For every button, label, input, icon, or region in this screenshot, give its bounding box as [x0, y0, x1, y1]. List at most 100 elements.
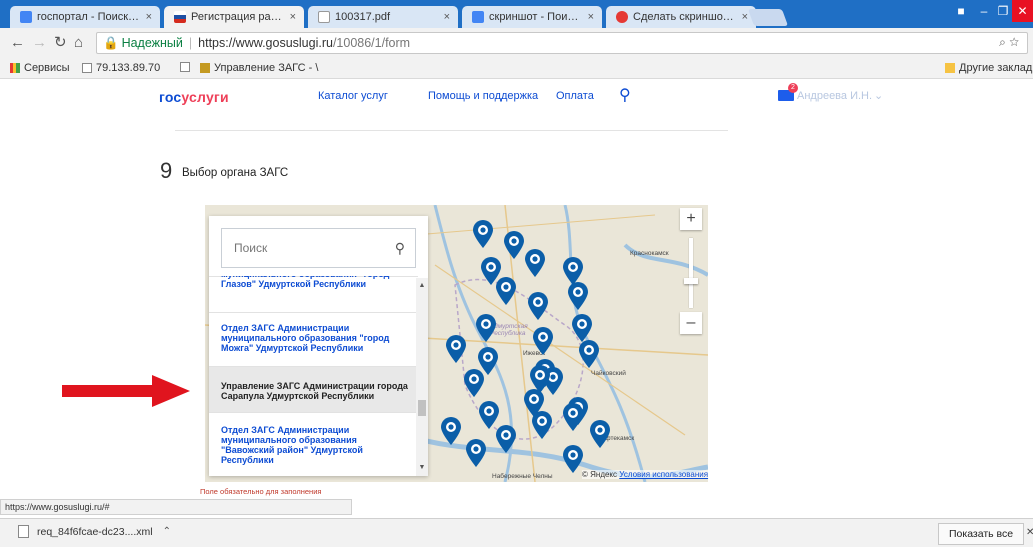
scroll-up-icon[interactable]: ▲ [418, 282, 426, 289]
logo-part-uslugi: услуги [181, 89, 229, 105]
map-pin-icon[interactable] [529, 364, 551, 394]
copyright-text: © Яндекс [582, 470, 618, 479]
nav-payment-link[interactable]: Оплата [556, 90, 594, 102]
chevron-down-icon: ⌄ [874, 90, 884, 102]
bookmark-other[interactable]: Другие закладки [945, 62, 1033, 74]
map-pin-icon[interactable] [445, 334, 467, 364]
zoom-slider-handle[interactable] [684, 278, 698, 284]
gosuslugi-logo[interactable]: госуслуги [159, 89, 229, 105]
tab-title: Сделать скриншот — О [633, 11, 737, 23]
list-scrollbar[interactable]: ▲ ▼ [416, 278, 428, 476]
browser-tab-google-gosportal[interactable]: госпортал - Поиск в Go × [10, 6, 160, 28]
map-pin-icon[interactable] [440, 416, 462, 446]
bookmark-apps[interactable]: Сервисы [10, 62, 70, 74]
profile-icon[interactable]: ■ [957, 4, 965, 18]
back-icon[interactable]: ← [10, 34, 25, 51]
zoom-out-button[interactable]: – [680, 312, 702, 334]
browser-tab-google-screenshot[interactable]: скриншот - Поиск в Go × [462, 6, 602, 28]
list-item[interactable]: муниципального образования "город Глазов… [209, 276, 418, 310]
search-field[interactable]: ⚲ [221, 228, 416, 268]
scroll-thumb[interactable] [418, 400, 426, 416]
map-pin-icon[interactable] [477, 346, 499, 376]
tab-close-icon[interactable]: × [289, 11, 296, 23]
terms-link[interactable]: Условия использования [619, 470, 709, 479]
map-pin-icon[interactable] [562, 444, 584, 474]
section-divider [175, 130, 728, 131]
bookmark-ip[interactable]: 79.133.89.70 [82, 62, 160, 74]
restore-icon[interactable]: ❐ [997, 4, 1009, 18]
browser-tab-registration[interactable]: Регистрация растор × [164, 6, 304, 28]
map-pin-icon[interactable] [495, 276, 517, 306]
home-icon[interactable]: ⌂ [74, 34, 84, 51]
map-pin-icon[interactable] [578, 339, 600, 369]
file-icon [18, 525, 29, 538]
map-copyright: © Яндекс Условия использования [582, 470, 709, 479]
map-pin-icon[interactable] [495, 424, 517, 454]
zoom-in-button[interactable]: + [680, 208, 702, 230]
new-tab-button[interactable] [747, 9, 789, 26]
show-all-downloads-button[interactable]: Показать все [938, 523, 1025, 545]
google-favicon-icon [472, 11, 484, 23]
tab-close-icon[interactable]: × [145, 11, 152, 23]
nav-catalog-link[interactable]: Каталог услуг [318, 90, 388, 102]
user-menu[interactable]: 2 Андреева И.Н. ⌄ [778, 83, 884, 102]
reload-icon[interactable]: ↻ [54, 34, 67, 51]
url-host: https://www.gosuslugi.ru [198, 36, 333, 50]
document-favicon-icon [318, 11, 330, 23]
download-item[interactable]: req_84f6fcae-dc23....xml ⌃ [18, 525, 171, 538]
chevron-up-icon[interactable]: ⌃ [162, 526, 171, 537]
zoom-track[interactable] [689, 238, 693, 308]
tab-title: 100317.pdf [335, 11, 391, 23]
tab-title: Регистрация растор [191, 11, 285, 23]
list-item-text: муниципального образования "город Глазов… [221, 276, 389, 289]
map-pin-icon[interactable] [524, 248, 546, 278]
required-field-note: Поле обязательно для заполнения [200, 487, 322, 496]
map-pin-icon[interactable] [527, 291, 549, 321]
map-pin-icon[interactable] [562, 402, 584, 432]
map-pin-icon[interactable] [480, 256, 502, 286]
list-item[interactable]: Отдел ЗАГС Администрации муниципального … [209, 312, 418, 366]
minimize-icon[interactable]: – [980, 4, 988, 18]
map-pin-icon[interactable] [531, 410, 553, 440]
google-favicon-icon [20, 11, 32, 23]
step-title: Выбор органа ЗАГС [182, 167, 289, 179]
map-pin-icon[interactable] [475, 313, 497, 343]
apps-grid-icon [10, 63, 20, 73]
forward-icon[interactable]: → [32, 34, 47, 51]
close-download-bar-icon[interactable]: ✕ [1026, 527, 1033, 538]
list-item[interactable]: Отдел ЗАГС Администрации муниципального … [209, 412, 418, 476]
browser-tab-screenshot-howto[interactable]: Сделать скриншот — О × [606, 6, 756, 28]
folder-icon [945, 63, 955, 73]
tab-title: госпортал - Поиск в Go [37, 11, 141, 23]
list-item-selected[interactable]: Управление ЗАГС Администрации города Сар… [209, 366, 418, 412]
zoom-star-icons[interactable]: ⌕ ☆ [999, 35, 1019, 49]
bookmark-label: Другие закладки [959, 62, 1033, 74]
map-pin-icon[interactable] [523, 388, 545, 418]
tab-close-icon[interactable]: × [587, 11, 594, 23]
scroll-down-icon[interactable]: ▼ [418, 464, 426, 471]
close-window-icon[interactable]: ✕ [1012, 0, 1033, 22]
address-bar[interactable]: 🔒 Надежный | https://www.gosuslugi.ru /1… [96, 32, 1028, 54]
mail-icon[interactable]: 2 [778, 83, 798, 101]
map-pin-icon[interactable] [503, 230, 525, 260]
map-pin-icon[interactable] [472, 219, 494, 249]
tab-close-icon[interactable]: × [443, 11, 450, 23]
map-pin-icon[interactable] [571, 313, 593, 343]
bookmark-zags[interactable]: Управление ЗАГС - \ [200, 62, 318, 74]
download-filename: req_84f6fcae-dc23....xml [37, 525, 153, 538]
search-icon[interactable]: ⚲ [619, 87, 631, 104]
search-input[interactable] [222, 229, 394, 267]
map-pin-icon[interactable] [562, 256, 584, 286]
nav-help-link[interactable]: Помощь и поддержка [428, 90, 539, 102]
map-pin-icon[interactable] [532, 326, 554, 356]
map-pin-icon[interactable] [465, 438, 487, 468]
bookmark-page-blank[interactable] [180, 62, 194, 72]
map-pin-icon[interactable] [567, 281, 589, 311]
browser-tab-pdf[interactable]: 100317.pdf × [308, 6, 458, 28]
tab-close-icon[interactable]: × [741, 11, 748, 23]
map-pin-icon[interactable] [589, 419, 611, 449]
map-pin-icon[interactable] [478, 400, 500, 430]
map-pin-icon[interactable] [463, 368, 485, 398]
bookmarks-bar: Сервисы 79.133.89.70 Управление ЗАГС - \… [0, 60, 1033, 79]
search-icon[interactable]: ⚲ [394, 240, 405, 256]
